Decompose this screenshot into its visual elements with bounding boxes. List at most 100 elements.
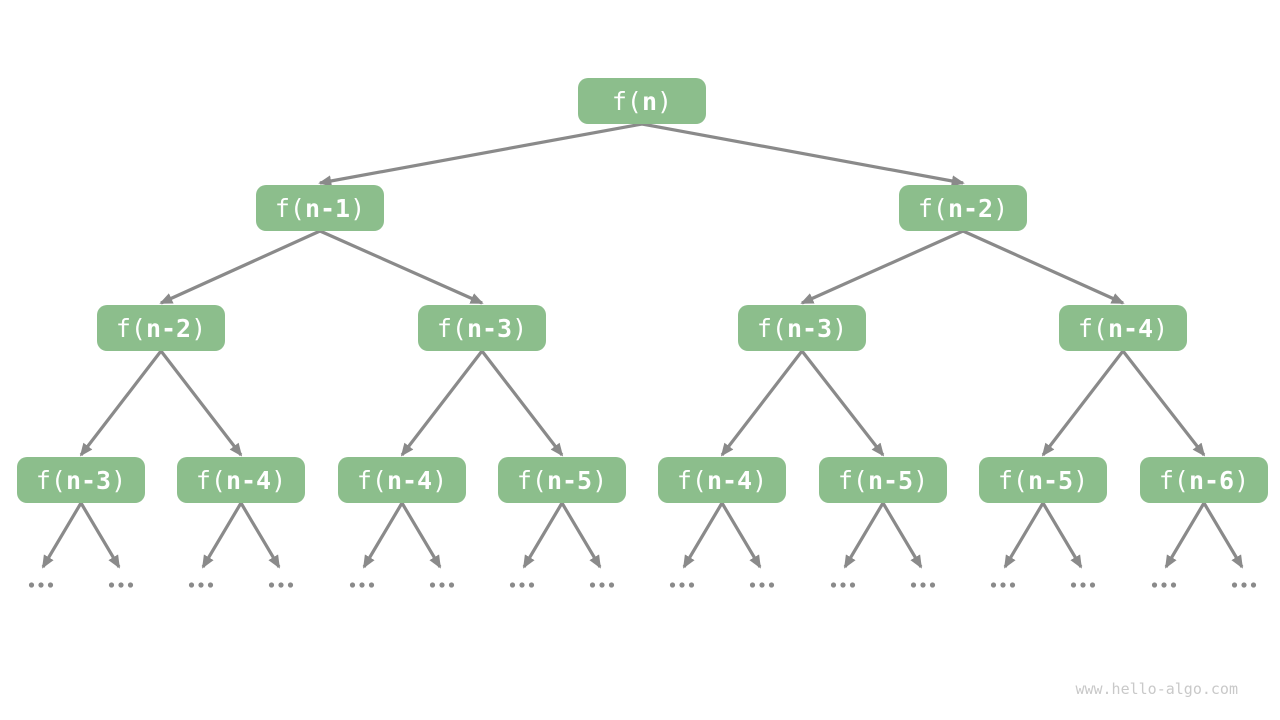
- node-label-part: ): [752, 466, 768, 495]
- tree-node-l1-a: f(n-1): [256, 185, 384, 231]
- edge-arrow: [318, 122, 643, 187]
- node-label-part: n-2: [947, 194, 994, 223]
- node-label-part: ): [512, 314, 528, 343]
- tree-node-l1-b: f(n-2): [899, 185, 1027, 231]
- dot: [528, 582, 535, 588]
- edge-arrow: [319, 229, 484, 305]
- dot: [1161, 582, 1167, 588]
- dot: [1250, 582, 1257, 588]
- dot: [278, 582, 284, 588]
- dot: [910, 582, 917, 588]
- dot: [188, 582, 195, 588]
- dot: [920, 582, 926, 588]
- node-label-part: n-3: [786, 314, 833, 343]
- dot: [127, 582, 134, 588]
- node-label-part: n-4: [706, 466, 753, 495]
- edge-arrow: [800, 229, 964, 305]
- node-label-part: ): [832, 314, 848, 343]
- node-label-part: ): [1073, 466, 1089, 495]
- edge-arrow: [682, 502, 724, 569]
- node-label-part: n-4: [1107, 314, 1154, 343]
- node-label-part: ): [432, 466, 448, 495]
- edge-arrow: [641, 122, 965, 187]
- dot: [749, 582, 756, 588]
- node-label-part: n-6: [1188, 466, 1235, 495]
- dot: [1009, 582, 1016, 588]
- edge-arrow: [800, 350, 885, 457]
- dot: [207, 582, 214, 588]
- dot: [1241, 582, 1247, 588]
- edge-arrow: [962, 229, 1125, 305]
- dot: [1231, 582, 1238, 588]
- ellipsis-dots: [429, 582, 455, 588]
- ellipsis-dots: [830, 582, 856, 588]
- tree-node-l3-c: f(n-4): [338, 457, 466, 503]
- edge-arrow: [843, 502, 885, 569]
- dot: [268, 582, 275, 588]
- node-label-part: f(: [611, 87, 642, 116]
- ellipsis-dots: [749, 582, 775, 588]
- ellipsis-dots: [28, 582, 54, 588]
- edge-arrow: [239, 502, 281, 569]
- tree-node-l3-a: f(n-3): [17, 457, 145, 503]
- tree-node-l3-d: f(n-5): [498, 457, 626, 503]
- dot: [669, 582, 676, 588]
- node-label-part: n-3: [466, 314, 513, 343]
- edge-arrow: [1041, 502, 1083, 569]
- tree-node-l2-d: f(n-4): [1059, 305, 1187, 351]
- dot: [589, 582, 596, 588]
- tree-node-l3-f: f(n-5): [819, 457, 947, 503]
- edge-arrow: [362, 502, 404, 569]
- node-label-part: f(: [917, 194, 948, 223]
- dot: [990, 582, 997, 588]
- dot: [929, 582, 936, 588]
- watermark: www.hello-algo.com: [1075, 680, 1238, 698]
- node-label-part: f(: [756, 314, 787, 343]
- dot: [1070, 582, 1077, 588]
- edge-arrow: [1202, 502, 1244, 569]
- node-label-part: n-4: [386, 466, 433, 495]
- edge-arrow: [400, 502, 442, 569]
- dot: [509, 582, 516, 588]
- node-label-part: ): [592, 466, 608, 495]
- edge-arrow: [1003, 502, 1045, 569]
- node-label-part: n-4: [225, 466, 272, 495]
- tree-node-l3-e: f(n-4): [658, 457, 786, 503]
- dot: [1170, 582, 1177, 588]
- tree-node-l3-h: f(n-6): [1140, 457, 1268, 503]
- ellipsis-dots: [589, 582, 615, 588]
- node-label-part: f(: [115, 314, 146, 343]
- edge-arrow: [159, 229, 321, 305]
- node-label-part: f(: [1077, 314, 1108, 343]
- edge-arrow: [522, 502, 564, 569]
- node-label-part: n-2: [145, 314, 192, 343]
- node-label-part: ): [271, 466, 287, 495]
- ellipsis-dots: [990, 582, 1016, 588]
- edge-arrow: [159, 350, 243, 457]
- edge-arrow: [1041, 350, 1125, 457]
- dot: [287, 582, 294, 588]
- node-label-part: n-1: [304, 194, 351, 223]
- ellipsis-dots: [910, 582, 936, 588]
- dot: [349, 582, 356, 588]
- dot: [599, 582, 605, 588]
- node-label-part: f(: [837, 466, 868, 495]
- ellipsis-dots: [349, 582, 375, 588]
- node-label-part: ): [111, 466, 127, 495]
- edge-arrow: [560, 502, 602, 569]
- tree-node-root: f(n): [578, 78, 706, 124]
- edge-arrow: [1164, 502, 1206, 569]
- dot: [1000, 582, 1006, 588]
- dot: [519, 582, 525, 588]
- node-label-part: ): [993, 194, 1009, 223]
- node-label-part: f(: [676, 466, 707, 495]
- edge-arrow: [881, 502, 923, 569]
- dot: [38, 582, 44, 588]
- dot: [768, 582, 775, 588]
- node-label-part: f(: [356, 466, 387, 495]
- dot: [849, 582, 856, 588]
- dot: [840, 582, 846, 588]
- dot: [108, 582, 115, 588]
- edge-arrow: [480, 350, 564, 457]
